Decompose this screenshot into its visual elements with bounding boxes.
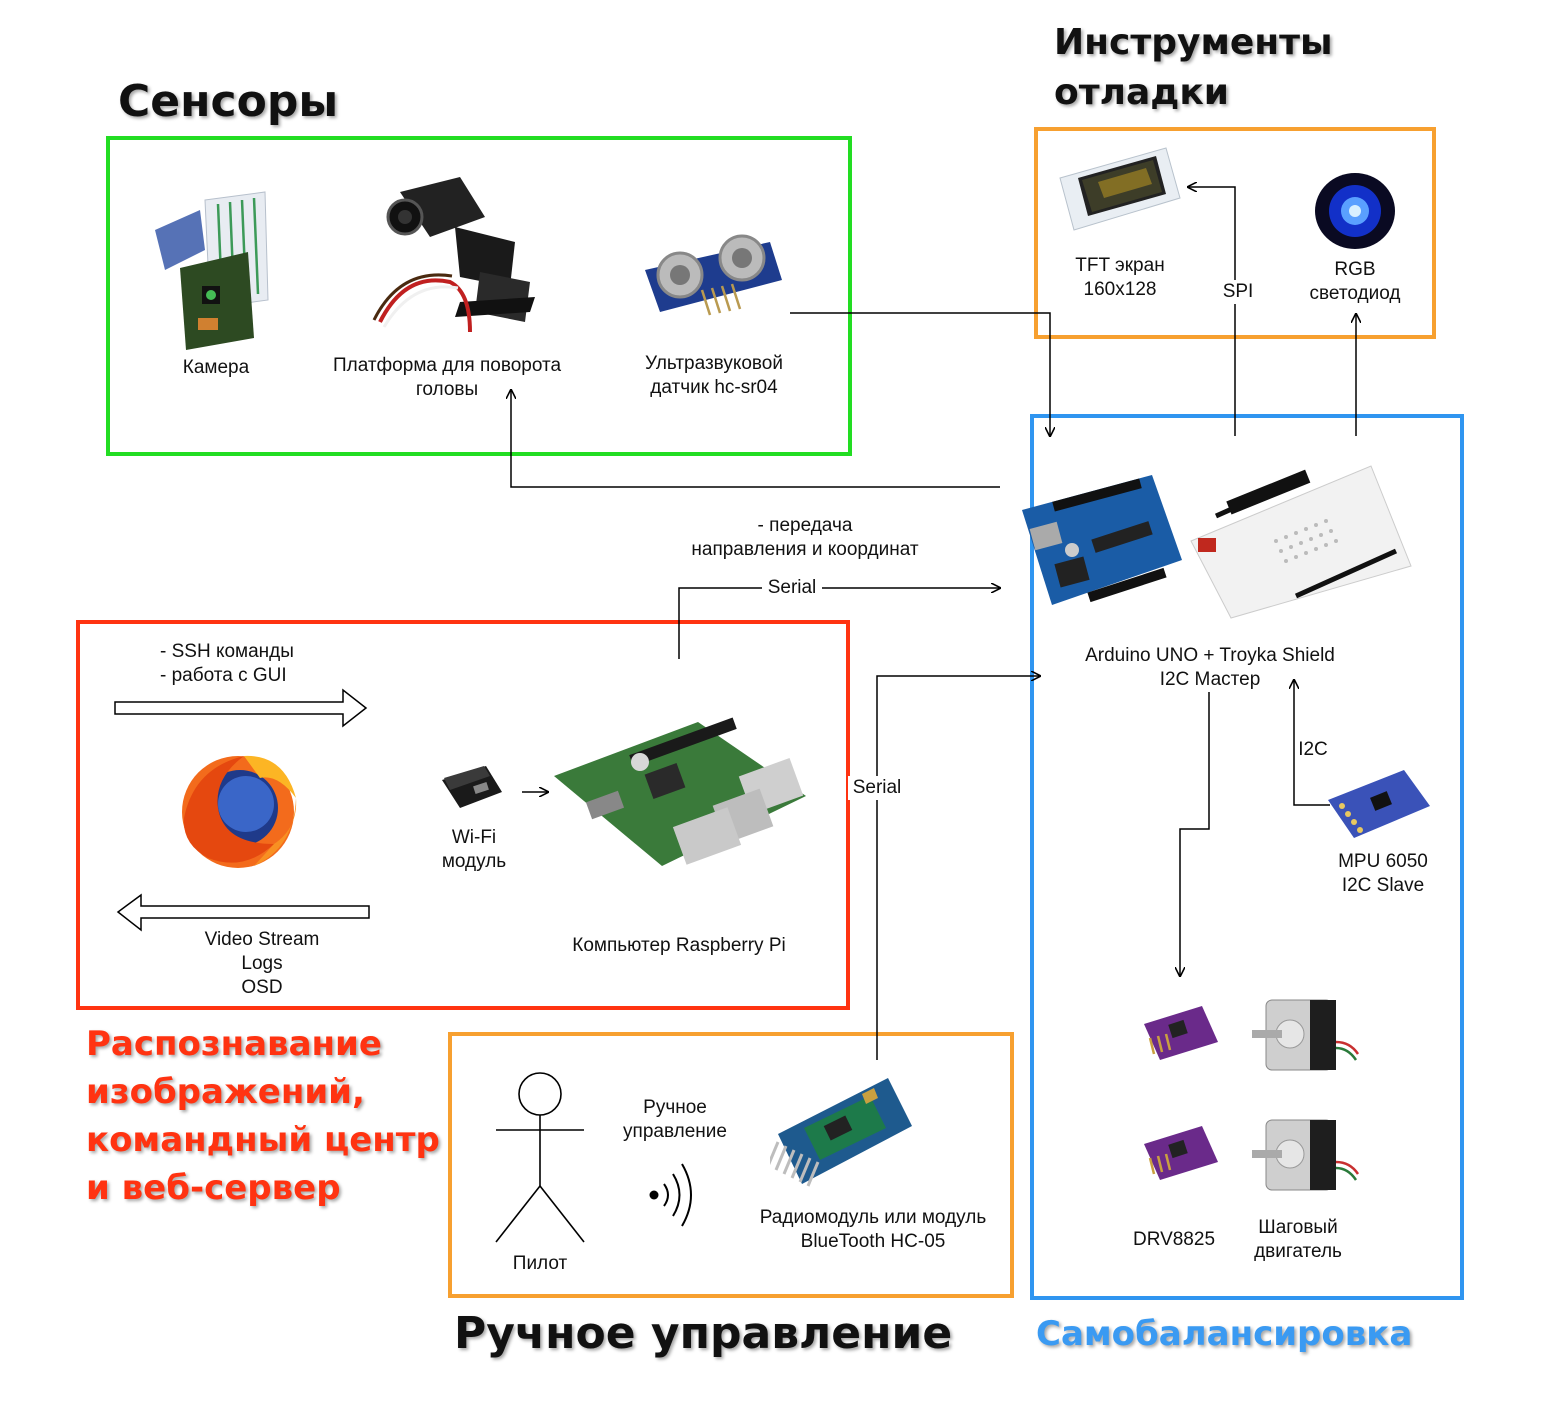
ssh-label-line1: - SSH команды	[160, 641, 294, 662]
rgb-led-icon	[1315, 173, 1395, 249]
raspberry-pi-icon	[554, 717, 806, 866]
ultrasonic-label-line2: датчик hc-sr04	[650, 377, 778, 398]
ssh-arrow	[114, 688, 368, 728]
camera-icon	[155, 191, 269, 350]
stream-arrow	[116, 893, 370, 932]
drv8825-icon	[1144, 1126, 1218, 1180]
manual-control-frame	[448, 1032, 1014, 1298]
wire-ultrasonic-to-arduino	[790, 312, 1050, 436]
ssh-label-line2: - работа с GUI	[160, 665, 287, 686]
sensors-title: Сенсоры	[118, 76, 339, 127]
data-transfer-label-line1: - передача	[757, 515, 853, 536]
recognition-title-line3: командный центр	[86, 1120, 440, 1160]
rgb-label-line1: RGB	[1334, 259, 1376, 280]
troyka-shield-icon	[1190, 465, 1412, 619]
tft-screen-icon	[1059, 147, 1181, 231]
stepper-label-line1: Шаговый	[1258, 1217, 1338, 1238]
head-platform-label-line2: головы	[415, 379, 479, 400]
debug-tools-title-line2: отладки	[1054, 72, 1229, 113]
arduino-label-line2: I2C Мастер	[1159, 669, 1261, 690]
raspberry-label: Компьютер Raspberry Pi	[572, 935, 786, 956]
radio-label-line1: Радиомодуль или модуль	[759, 1207, 987, 1228]
firefox-icon	[182, 755, 297, 868]
rgb-label-line2: светодиод	[1309, 283, 1401, 304]
stream-label-line1: Video Stream	[204, 929, 320, 950]
tft-label-line2: 160x128	[1083, 279, 1157, 300]
wire-arduino-to-platform	[511, 390, 1000, 488]
drv8825-icon	[1144, 1006, 1218, 1060]
wifi-dongle-icon	[442, 766, 502, 808]
wifi-label-line2: модуль	[441, 851, 507, 872]
recognition-title-line2: изображений,	[86, 1072, 365, 1112]
tft-label-line1: TFT экран	[1075, 255, 1165, 276]
manual-control-title: Ручное управление	[454, 1308, 953, 1359]
recognition-title-line4: и веб-сервер	[86, 1168, 341, 1208]
wire-arduino-to-drv	[1180, 692, 1210, 976]
stepper-motor-icon	[1252, 999, 1360, 1071]
wire-mpu-to-arduino	[1294, 680, 1330, 806]
stream-label-line3: OSD	[241, 977, 283, 998]
manual-control-label-line2: управление	[623, 1121, 727, 1142]
stream-label-line2: Logs	[241, 953, 283, 974]
recognition-title-line1: Распознавание	[86, 1024, 382, 1064]
mpu-label-line1: MPU 6050	[1338, 851, 1428, 872]
spi-label: SPI	[1214, 280, 1262, 304]
wire-radio-to-arduino	[876, 676, 1040, 1060]
serial-top-label: Serial	[762, 576, 822, 600]
pilot-label: Пилот	[512, 1253, 568, 1274]
ultrasonic-label-line1: Ультразвуковой	[645, 353, 783, 374]
balance-frame	[1030, 414, 1464, 1300]
serial-side-label: Serial	[848, 776, 906, 800]
drv-label: DRV8825	[1132, 1229, 1216, 1250]
pan-tilt-icon	[372, 177, 535, 333]
camera-label: Камера	[182, 357, 250, 378]
radio-label-line2: BlueTooth HC-05	[800, 1231, 946, 1252]
manual-control-label-line1: Ручное	[643, 1097, 707, 1118]
wifi-label-line1: Wi-Fi	[451, 827, 497, 848]
data-transfer-label-line2: направления и координат	[691, 539, 919, 560]
i2c-label: I2C	[1298, 739, 1328, 760]
mpu-label-line2: I2C Slave	[1341, 875, 1425, 896]
wire-spi-to-tft	[1188, 187, 1236, 436]
mpu6050-icon	[1328, 770, 1430, 838]
stepper-label-line2: двигатель	[1254, 1241, 1342, 1262]
ultrasonic-sensor-icon	[645, 234, 782, 316]
balance-title: Самобалансировка	[1036, 1314, 1413, 1354]
head-platform-label-line1: Платформа для поворота	[332, 355, 562, 376]
pilot-figure-icon	[495, 1072, 585, 1243]
arduino-icon	[1022, 475, 1182, 605]
wire-raspberry-to-arduino	[678, 588, 1000, 659]
debug-tools-title-line1: Инструменты	[1054, 22, 1333, 63]
recognition-frame	[76, 620, 850, 1010]
radio-waves-icon	[649, 1163, 692, 1227]
hc05-module-icon	[770, 1078, 912, 1187]
sensors-frame	[106, 136, 852, 456]
arduino-label-line1: Arduino UNO + Troyka Shield	[1085, 645, 1335, 666]
stepper-motor-icon	[1252, 1119, 1360, 1191]
